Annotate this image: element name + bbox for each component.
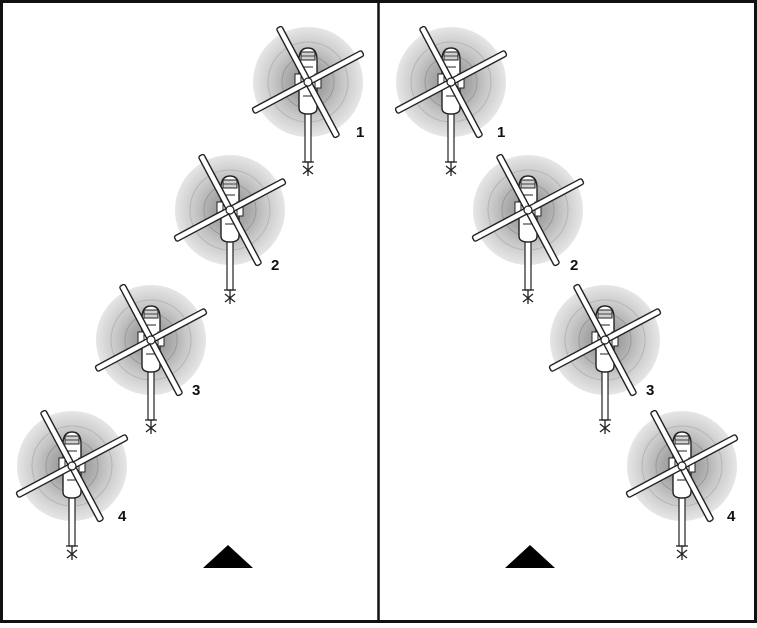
helicopter-label: 3: [192, 382, 200, 399]
helicopter-icon: [173, 153, 287, 305]
helicopter-icon: [15, 409, 129, 561]
helicopter-icon: [394, 25, 508, 177]
helicopter-label: 4: [727, 508, 736, 525]
helicopter-icon: [471, 153, 585, 305]
triangle-marker-icon: [203, 545, 253, 568]
triangle-marker-icon: [505, 545, 555, 568]
helicopter-icon: [625, 409, 739, 561]
helicopter-label: 4: [118, 508, 127, 525]
left-panel: 1 2 3 4: [15, 25, 365, 568]
helicopter-label: 3: [646, 382, 654, 399]
helicopter-icon: [548, 283, 662, 435]
helicopter-label: 2: [570, 257, 578, 274]
helicopter-label: 1: [356, 124, 364, 141]
helicopter-label: 2: [271, 257, 279, 274]
helicopter-label: 1: [497, 124, 505, 141]
helicopter-icon: [251, 25, 365, 177]
helicopter-icon: [94, 283, 208, 435]
right-panel: 1 2 3 4: [394, 25, 739, 568]
